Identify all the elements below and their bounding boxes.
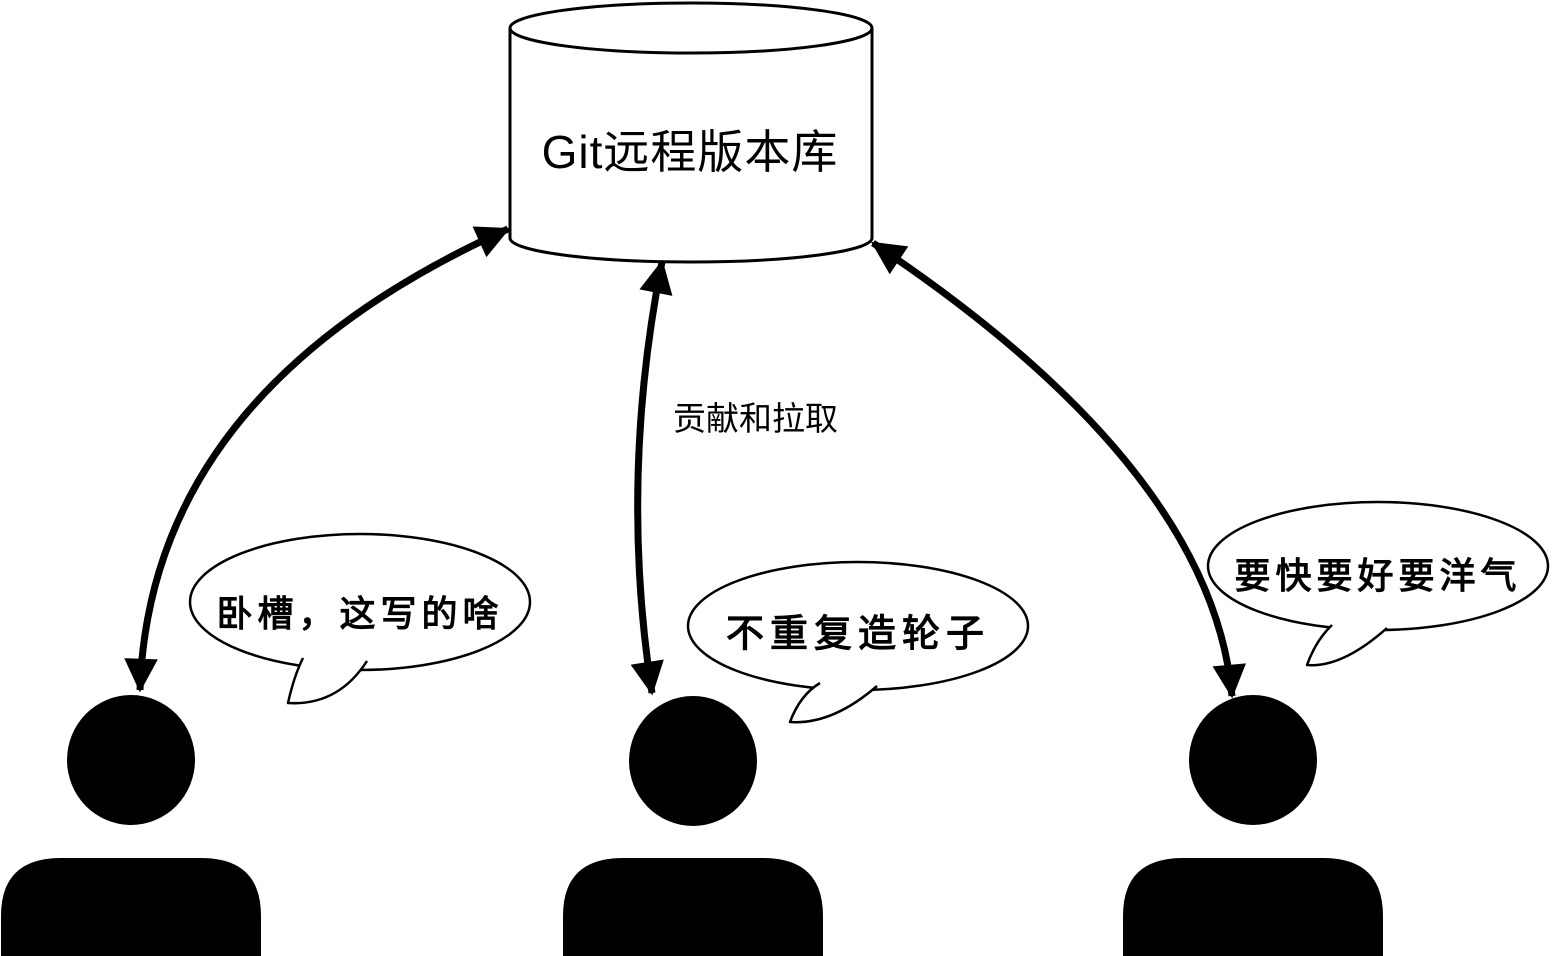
developer-left-person-icon xyxy=(1,695,261,956)
speech-bubble-right xyxy=(1206,500,1550,667)
speech-text-middle: 不重复造轮子 xyxy=(725,613,991,656)
speech-text-left: 卧槽，这写的啥 xyxy=(216,593,504,634)
arrow-middle-developer xyxy=(630,259,673,696)
speech-bubble-left xyxy=(188,532,532,705)
repo-title: Git远程版本库 xyxy=(541,126,839,178)
arrow-left-developer xyxy=(124,225,511,693)
arrow-label: 贡献和拉取 xyxy=(673,400,838,437)
arrow-right-developer xyxy=(871,240,1246,699)
git-remote-repo-cylinder-icon xyxy=(508,1,874,264)
speech-bubble-middle xyxy=(686,560,1030,724)
developer-right-person-icon xyxy=(1123,695,1383,956)
arrows xyxy=(124,225,1246,699)
speech-text-right: 要快要好要洋气 xyxy=(1234,555,1522,596)
developer-middle-person-icon xyxy=(563,696,823,956)
